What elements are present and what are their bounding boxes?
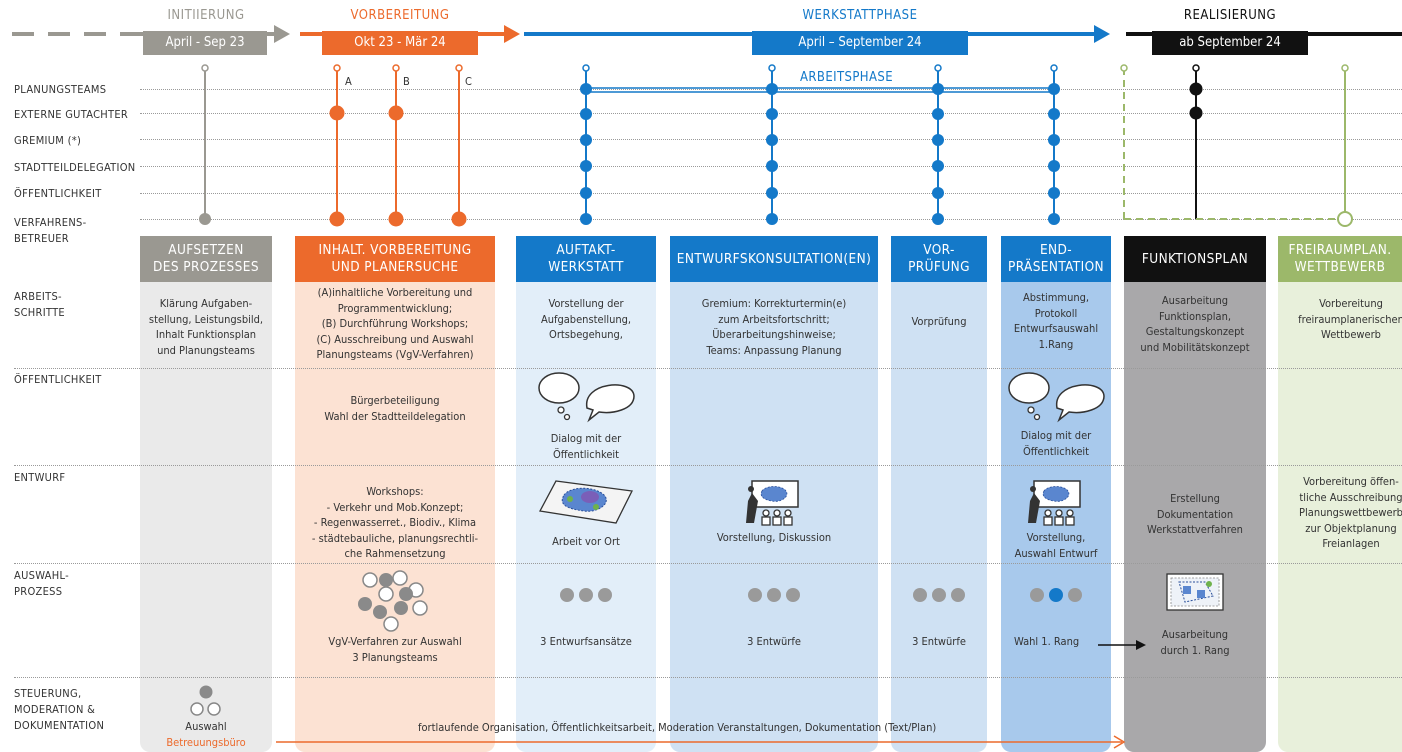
- presentation-icon: [1028, 480, 1081, 526]
- arbeitsschritte-text: Ausarbeitung Funktionsplan, Gestaltungsk…: [1140, 294, 1250, 354]
- section-label-oeffentlichkeit: ÖFFENTLICHKEIT: [14, 373, 102, 386]
- phase-date-werkstatt: April – September 24: [752, 31, 968, 55]
- speech-bubbles-icon: [1008, 372, 1105, 423]
- oeffentlichkeit-text: Bürgerbeteiligung Wahl der Stadtteildele…: [324, 394, 466, 423]
- auswahl-text: 3 Entwurfsansätze: [540, 635, 632, 648]
- entwurf-text: Vorstellung, Auswahl Entwurf: [1014, 531, 1098, 560]
- section-divider: [14, 465, 1402, 466]
- column-title: VOR- PRÜFUNG: [891, 236, 987, 282]
- steuerung-betreuungsbuero-text: Betreuungsbüro: [166, 736, 246, 749]
- entwurf-text: Workshops: - Verkehr und Mob.Konzept; - …: [311, 485, 479, 560]
- column-title: END- PRÄSENTATION: [1001, 236, 1111, 282]
- oeffentlichkeit-text: Dialog mit der Öffentlichkeit: [1020, 429, 1092, 458]
- arbeitsschritte-text: Klärung Aufgaben- stellung, Leistungsbil…: [148, 297, 264, 357]
- phase-date-realisierung: ab September 24: [1152, 31, 1308, 55]
- presentation-icon: [746, 480, 799, 526]
- phase-date-vorbereitung: Okt 23 - Mär 24: [322, 31, 478, 55]
- arbeitsschritte-text: Vorstellung der Aufgabenstellung, Ortsbe…: [540, 297, 632, 341]
- auswahl-text: VgV-Verfahren zur Auswahl 3 Planungsteam…: [328, 635, 462, 664]
- dots-konsultation: [670, 588, 878, 602]
- auswahl-text: 3 Entwürfe: [747, 635, 801, 648]
- marker-b: B: [403, 75, 410, 88]
- phase-name-initiierung: INITIIERUNG: [167, 8, 245, 23]
- entwurf-text: Erstellung Dokumentation Werkstattverfah…: [1147, 492, 1243, 536]
- section-divider: [14, 368, 1402, 369]
- oeffentlichkeit-text: Dialog mit der Öffentlichkeit: [550, 432, 622, 461]
- entwurf-text: Vorbereitung öffen- tliche Ausschreibung…: [1299, 475, 1402, 550]
- phase-name-vorbereitung: VORBEREITUNG: [350, 8, 450, 23]
- row-label-externe-gutachter: EXTERNE GUTACHTER: [14, 108, 129, 121]
- dots-auftakt: [516, 588, 656, 602]
- phase-name-realisierung: REALISIERUNG: [1183, 8, 1277, 23]
- column-title: AUFSETZEN DES PROZESSES: [140, 236, 272, 282]
- arbeitsschritte-text: Vorprüfung: [911, 315, 967, 328]
- section-divider: [14, 563, 1402, 564]
- plan-document-icon: [1166, 573, 1224, 611]
- column-aufsetzen: AUFSETZEN DES PROZESSES Klärung Aufgaben…: [140, 236, 272, 752]
- section-label-arbeitsschritte: ARBEITS- SCHRITTE: [14, 290, 65, 319]
- column-auftakt: AUFTAKT- WERKSTATT Vorstellung der Aufga…: [516, 236, 656, 752]
- row-label-oeffentlichkeit: ÖFFENTLICHKEIT: [14, 187, 102, 200]
- row-label-stadtteildelegation: STADTTEILDELEGATION: [14, 161, 136, 174]
- marker-a: A: [345, 75, 352, 88]
- arbeitsschritte-text: (A)inhaltliche Vorbereitung und Programm…: [316, 286, 474, 361]
- dots-endpraesentation: [1001, 588, 1111, 602]
- row-label-verfahrensbetreuer: VERFAHRENS- BETREUER: [14, 216, 87, 245]
- column-vorbereitung: INHALT. VORBEREITUNG UND PLANERSUCHE (A)…: [295, 236, 495, 752]
- arbeitsschritte-text: Vorbereitung freiraumplanerischen Wettbe…: [1298, 297, 1402, 341]
- steuerung-auswahl-text: Auswahl: [185, 720, 227, 733]
- column-title: AUFTAKT- WERKSTATT: [516, 236, 656, 282]
- entwurf-text: Arbeit vor Ort: [552, 535, 620, 548]
- column-vorpruefung: VOR- PRÜFUNG Vorprüfung 3 Entwürfe: [891, 236, 987, 752]
- auswahl-text: Ausarbeitung durch 1. Rang: [1160, 628, 1230, 657]
- row-label-planungsteams: PLANUNGSTEAMS: [14, 83, 107, 96]
- selection-circles-icon: [358, 570, 428, 632]
- column-title: FUNKTIONSPLAN: [1124, 236, 1266, 282]
- section-label-entwurf: ENTWURF: [14, 471, 66, 484]
- column-title: INHALT. VORBEREITUNG UND PLANERSUCHE: [295, 236, 495, 282]
- column-freiraumplan: FREIRAUMPLAN. WETTBEWERB Vorbereitung fr…: [1278, 236, 1402, 752]
- speech-bubbles-icon: [538, 372, 635, 423]
- auswahl-text: Wahl 1. Rang: [1014, 635, 1080, 648]
- auswahl-text: 3 Entwürfe: [912, 635, 966, 648]
- arrow-right-icon: [1098, 640, 1146, 650]
- column-title: FREIRAUMPLAN. WETTBEWERB: [1278, 236, 1402, 282]
- arbeitsschritte-text: Gremium: Korrekturtermin(e) zum Arbeitsf…: [701, 297, 847, 357]
- selection-circles-icon: [190, 685, 221, 716]
- bottom-continuous-text: fortlaufende Organisation, Öffentlichkei…: [418, 721, 937, 734]
- site-map-icon: [538, 480, 633, 524]
- marker-c: C: [465, 75, 472, 88]
- section-label-steuerung: STEUERUNG, MODERATION & DOKUMENTATION: [14, 687, 105, 732]
- dots-vorpruefung: [891, 588, 987, 602]
- timeline-graphic: [12, 25, 1402, 227]
- phase-date-initiierung: April - Sep 23: [143, 31, 267, 55]
- column-title: ENTWURFSKONSULTATION(EN): [670, 236, 878, 282]
- section-divider: [14, 677, 1402, 678]
- arbeitsphase-label: ARBEITSPHASE: [800, 70, 894, 85]
- phase-name-werkstatt: WERKSTATTPHASE: [802, 8, 918, 23]
- column-funktionsplan: FUNKTIONSPLAN Ausarbeitung Funktionsplan…: [1124, 236, 1266, 752]
- section-label-auswahlprozess: AUSWAHL- PROZESS: [14, 569, 69, 598]
- orange-timeline-arrow: [276, 735, 1126, 749]
- entwurf-text: Vorstellung, Diskussion: [716, 531, 832, 544]
- arbeitsschritte-text: Abstimmung, Protokoll Entwurfsauswahl 1.…: [1013, 291, 1099, 351]
- row-label-gremium: GREMIUM (*): [14, 134, 82, 147]
